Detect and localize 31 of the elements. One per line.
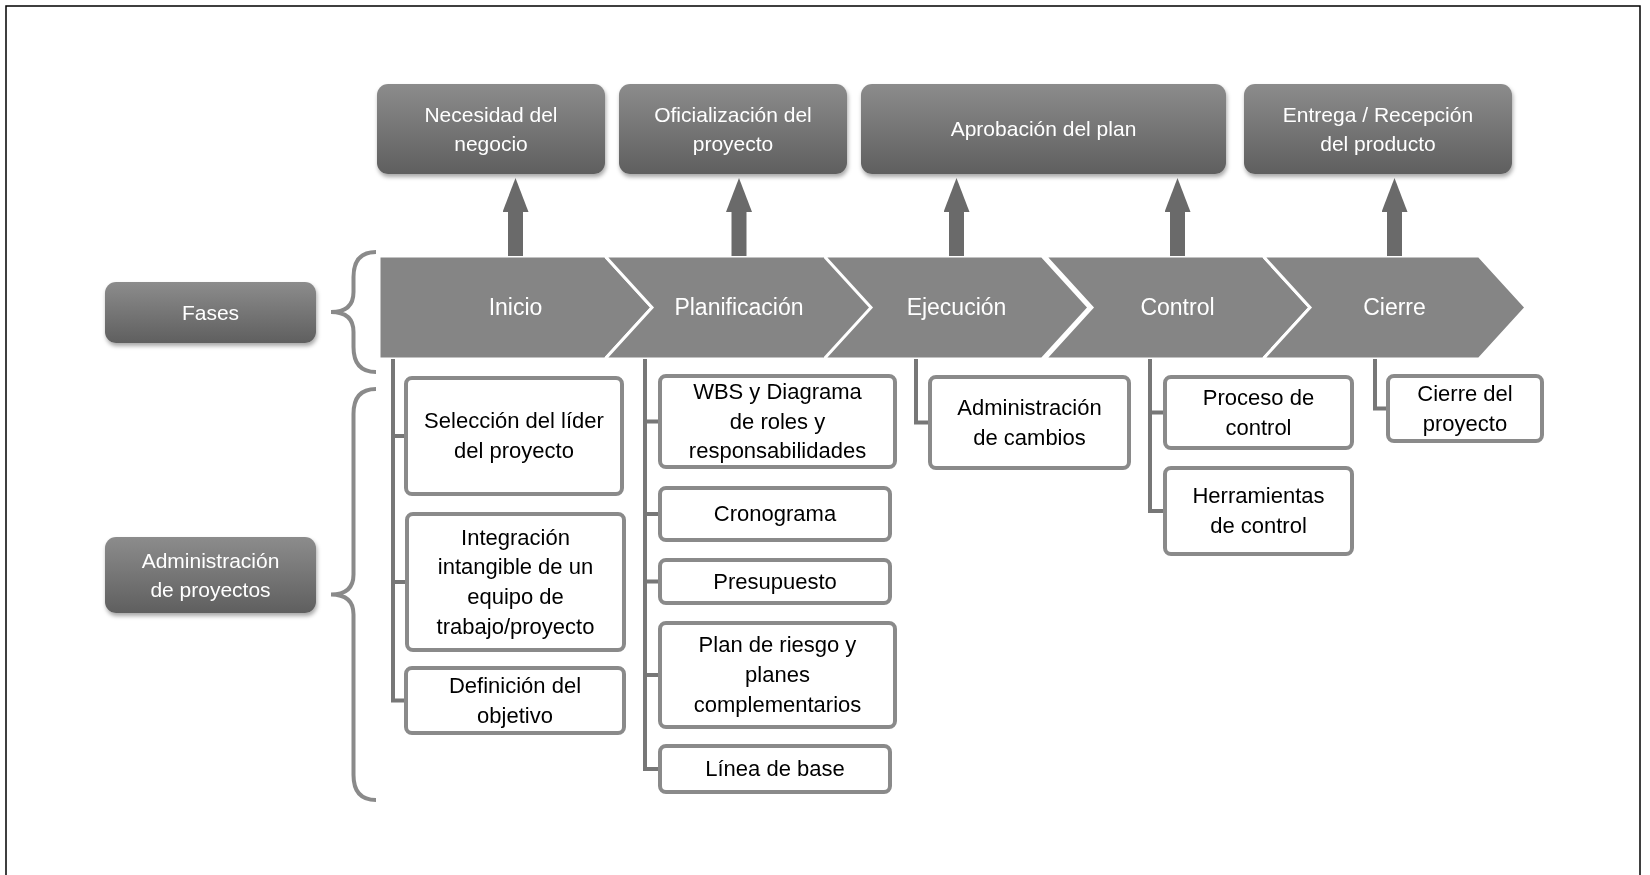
connector-line [643,359,658,771]
label-box: Aprobación del plan [861,84,1226,174]
connector-line [1148,359,1163,513]
label-box: Fases [105,282,316,343]
task-box: Cierre del proyecto [1386,374,1544,443]
connector-line [391,359,404,703]
task-box: Integración intangible de un equipo de trabajo/proyecto [405,512,626,652]
up-arrow [726,178,752,256]
up-arrow [943,178,970,256]
connector-line [914,359,928,425]
label-box: Entrega / Recepción del producto [1244,84,1512,174]
up-arrow [1164,178,1191,256]
phase-banner: Ejecución [824,256,1089,359]
up-arrow [1381,178,1408,256]
phase-banner: Control [1045,256,1310,359]
task-box: Plan de riesgo y planes complementarios [658,621,897,729]
label-box: Administración de proyectos [105,537,316,613]
task-box: Línea de base [658,744,892,794]
task-box: Administración de cambios [928,375,1131,470]
connector-line [1373,359,1386,411]
task-box: WBS y Diagrama de roles y responsabilidades [658,374,897,469]
task-box: Presupuesto [658,558,892,605]
task-box: Selección del líder del proyecto [404,376,624,496]
task-box: Proceso de control [1163,375,1354,450]
label-box: Oficialización del proyecto [619,84,847,174]
task-box: Cronograma [658,486,892,542]
up-arrow [502,178,529,256]
phase-banner: Cierre [1263,256,1526,359]
task-box: Herramientas de control [1163,466,1354,556]
label-box: Necesidad del negocio [377,84,605,174]
task-box: Definición del objetivo [404,666,626,735]
